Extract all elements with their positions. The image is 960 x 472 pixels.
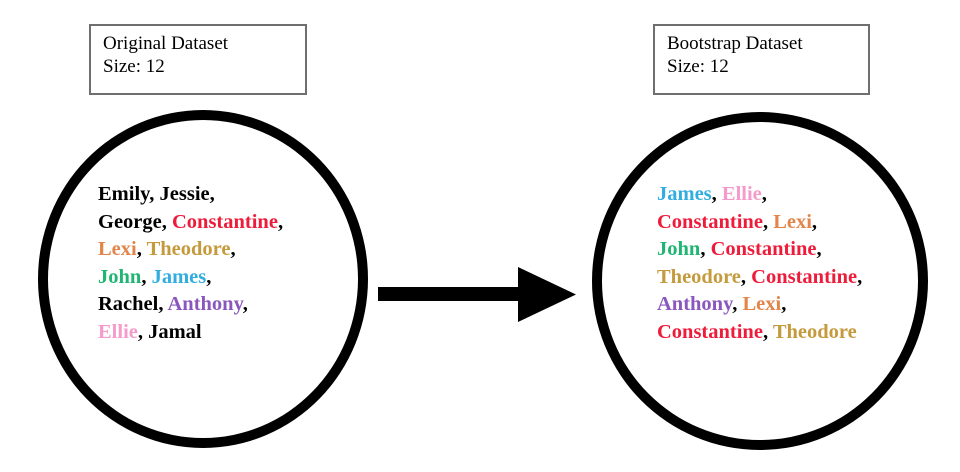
name-token: Constantine [751, 265, 858, 288]
bootstrap-dataset-name-list: James, Ellie,Constantine, Lexi,John, Con… [657, 181, 862, 346]
name-token: Theodore [657, 265, 741, 288]
name-token: James [657, 183, 712, 205]
name-separator: , [149, 183, 160, 205]
original-dataset-circle [38, 110, 368, 448]
name-separator: , [811, 210, 818, 233]
name-row: James, Ellie, [657, 181, 862, 209]
name-token: Lexi [773, 210, 812, 233]
name-token: Lexi [742, 293, 782, 315]
arrow-shaft [378, 287, 520, 301]
name-separator: , [230, 238, 236, 260]
name-separator: , [209, 183, 215, 205]
name-separator: , [277, 210, 284, 233]
name-separator: , [761, 183, 767, 205]
name-token: Emily [98, 183, 150, 205]
bootstrap-dataset-circle [592, 112, 928, 450]
name-separator: , [740, 265, 752, 288]
name-separator: , [781, 293, 787, 315]
name-separator: , [137, 320, 149, 343]
name-separator: , [242, 293, 248, 315]
name-token: John [98, 265, 142, 288]
name-token: Theodore [772, 320, 857, 343]
name-row: John, Constantine, [657, 236, 862, 264]
name-separator: , [136, 238, 147, 260]
bootstrap-dataset-size: Size: 12 [667, 56, 729, 78]
name-separator: , [206, 265, 212, 288]
name-separator: , [816, 238, 822, 260]
name-token: Rachel [98, 293, 159, 315]
name-token: Jamal [148, 320, 202, 343]
name-separator: , [762, 320, 773, 343]
name-token: Lexi [98, 238, 137, 260]
name-row: Theodore, Constantine, [657, 264, 862, 292]
name-token: Constantine [657, 210, 763, 233]
original-dataset-title-box: Original Dataset Size: 12 [89, 24, 307, 95]
name-token: Constantine [710, 238, 817, 260]
name-token: Theodore [146, 238, 231, 260]
name-row: Anthony, Lexi, [657, 291, 862, 319]
name-row: Emily, Jessie, [98, 181, 283, 209]
bootstrap-dataset-title: Bootstrap Dataset [667, 33, 803, 54]
name-row: Lexi, Theodore, [98, 236, 283, 264]
name-token: Constantine [172, 210, 278, 233]
name-token: Jessie [159, 183, 210, 205]
name-row: Constantine, Lexi, [657, 209, 862, 237]
resampling-arrow [378, 267, 576, 322]
original-dataset-size: Size: 12 [103, 56, 165, 78]
original-dataset-title: Original Dataset [103, 33, 229, 54]
arrow-head [518, 267, 576, 322]
name-token: John [657, 238, 701, 260]
arrow-shape [378, 267, 576, 322]
original-dataset-name-list: Emily, Jessie,George, Constantine,Lexi, … [98, 181, 283, 346]
name-token: Anthony [657, 293, 733, 315]
name-row: Constantine, Theodore [657, 319, 862, 347]
name-separator: , [141, 265, 152, 288]
name-row: George, Constantine, [98, 209, 283, 237]
name-token: Ellie [721, 183, 762, 205]
name-token: George [98, 210, 162, 233]
name-token: Constantine [657, 320, 763, 343]
name-row: John, James, [98, 264, 283, 292]
name-separator: , [700, 238, 711, 260]
name-separator: , [711, 183, 722, 205]
name-row: Ellie, Jamal [98, 319, 283, 347]
name-token: Ellie [98, 320, 138, 343]
name-token: Anthony [167, 293, 243, 315]
name-token: James [151, 265, 207, 288]
name-separator: , [857, 265, 863, 288]
name-separator: , [762, 210, 774, 233]
name-separator: , [158, 293, 168, 315]
name-separator: , [161, 210, 172, 233]
name-separator: , [732, 293, 743, 315]
bootstrap-dataset-title-box: Bootstrap Dataset Size: 12 [653, 24, 870, 95]
name-row: Rachel, Anthony, [98, 291, 283, 319]
